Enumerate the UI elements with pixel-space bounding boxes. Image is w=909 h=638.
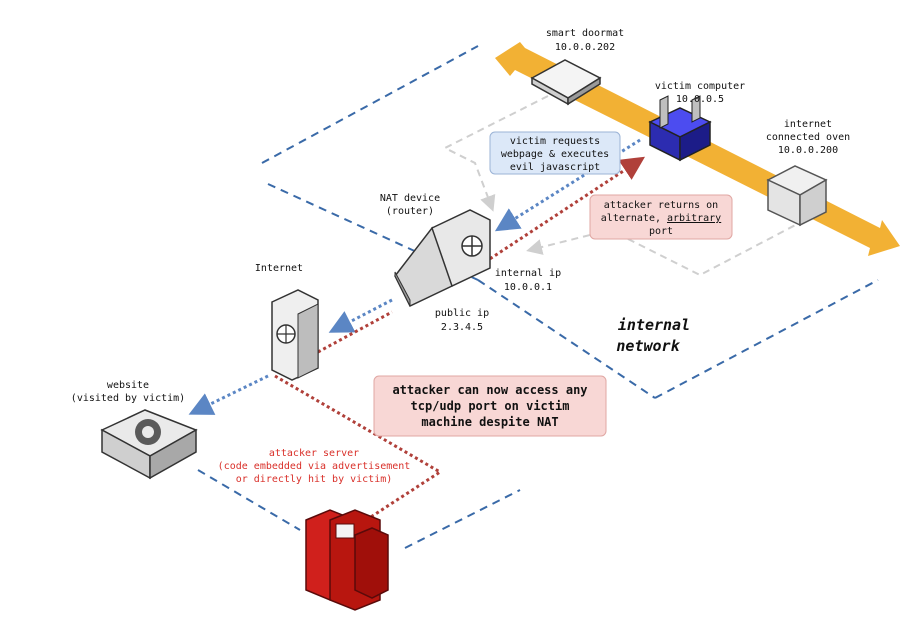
oven-label-line1: internet [784, 119, 832, 130]
internet-label: Internet [255, 263, 303, 274]
callout-attacker-returns-line2: alternate, arbitrary [601, 213, 721, 224]
nat-device-icon [394, 209, 491, 307]
callout-attacker-returns-underlined: arbitrary [667, 213, 721, 224]
attacker-server-line2: (code embedded via advertisement [218, 461, 411, 472]
lan-gray-paths [442, 95, 806, 277]
oven-ip: 10.0.0.200 [778, 145, 838, 156]
website-icon [100, 409, 198, 480]
website-sub: (visited by victim) [71, 393, 185, 404]
internal-ip-label: internal ip [495, 268, 561, 279]
callout-victim-requests-line3: evil javascript [510, 162, 600, 173]
attacker-server-label: attacker server [269, 448, 359, 459]
public-ip-value: 2.3.4.5 [441, 322, 483, 333]
oven-icon [766, 165, 828, 227]
callout-attacker-access-line1: attacker can now access any [392, 383, 587, 397]
callout-attacker-access-line2: tcp/udp port on victim [411, 399, 570, 413]
victim-computer-icon [648, 95, 712, 162]
smart-doormat-icon [530, 59, 602, 106]
callout-victim-requests: victim requests webpage & executes evil … [489, 131, 621, 175]
callout-attacker-returns: attacker returns on alternate, arbitrary… [589, 194, 733, 240]
nat-device-sub: (router) [386, 206, 434, 217]
internal-network-label-line2: network [616, 337, 680, 355]
smart-doormat-ip: 10.0.0.202 [555, 42, 615, 53]
victim-request-path [188, 138, 641, 415]
oven-label-line2: connected oven [766, 132, 850, 143]
callout-attacker-returns-line3: port [649, 226, 673, 237]
internal-network-boundary [197, 45, 879, 549]
internal-network-label-line1: internal [618, 316, 690, 334]
attacker-return-path [274, 156, 646, 526]
nat-device-label: NAT device [380, 193, 440, 204]
victim-computer-label: victim computer [655, 81, 745, 92]
public-ip-label: public ip [435, 308, 489, 319]
callout-victim-requests-line1: victim requests [510, 136, 600, 147]
internal-ip-value: 10.0.0.1 [504, 282, 552, 293]
smart-doormat-label: smart doormat [546, 28, 624, 39]
callout-attacker-access: attacker can now access any tcp/udp port… [373, 375, 607, 437]
attacker-server-icon [305, 509, 389, 611]
internet-server-icon [271, 289, 319, 381]
callout-victim-requests-line2: webpage & executes [501, 149, 609, 160]
website-label: website [107, 380, 149, 391]
victim-computer-ip: 10.0.0.5 [676, 94, 724, 105]
attacker-server-line3: or directly hit by victim) [236, 474, 393, 485]
callout-attacker-returns-line1: attacker returns on [604, 200, 718, 211]
callout-attacker-access-line3: machine despite NAT [421, 415, 558, 429]
callout-attacker-returns-line2-prefix: alternate, [601, 213, 667, 224]
